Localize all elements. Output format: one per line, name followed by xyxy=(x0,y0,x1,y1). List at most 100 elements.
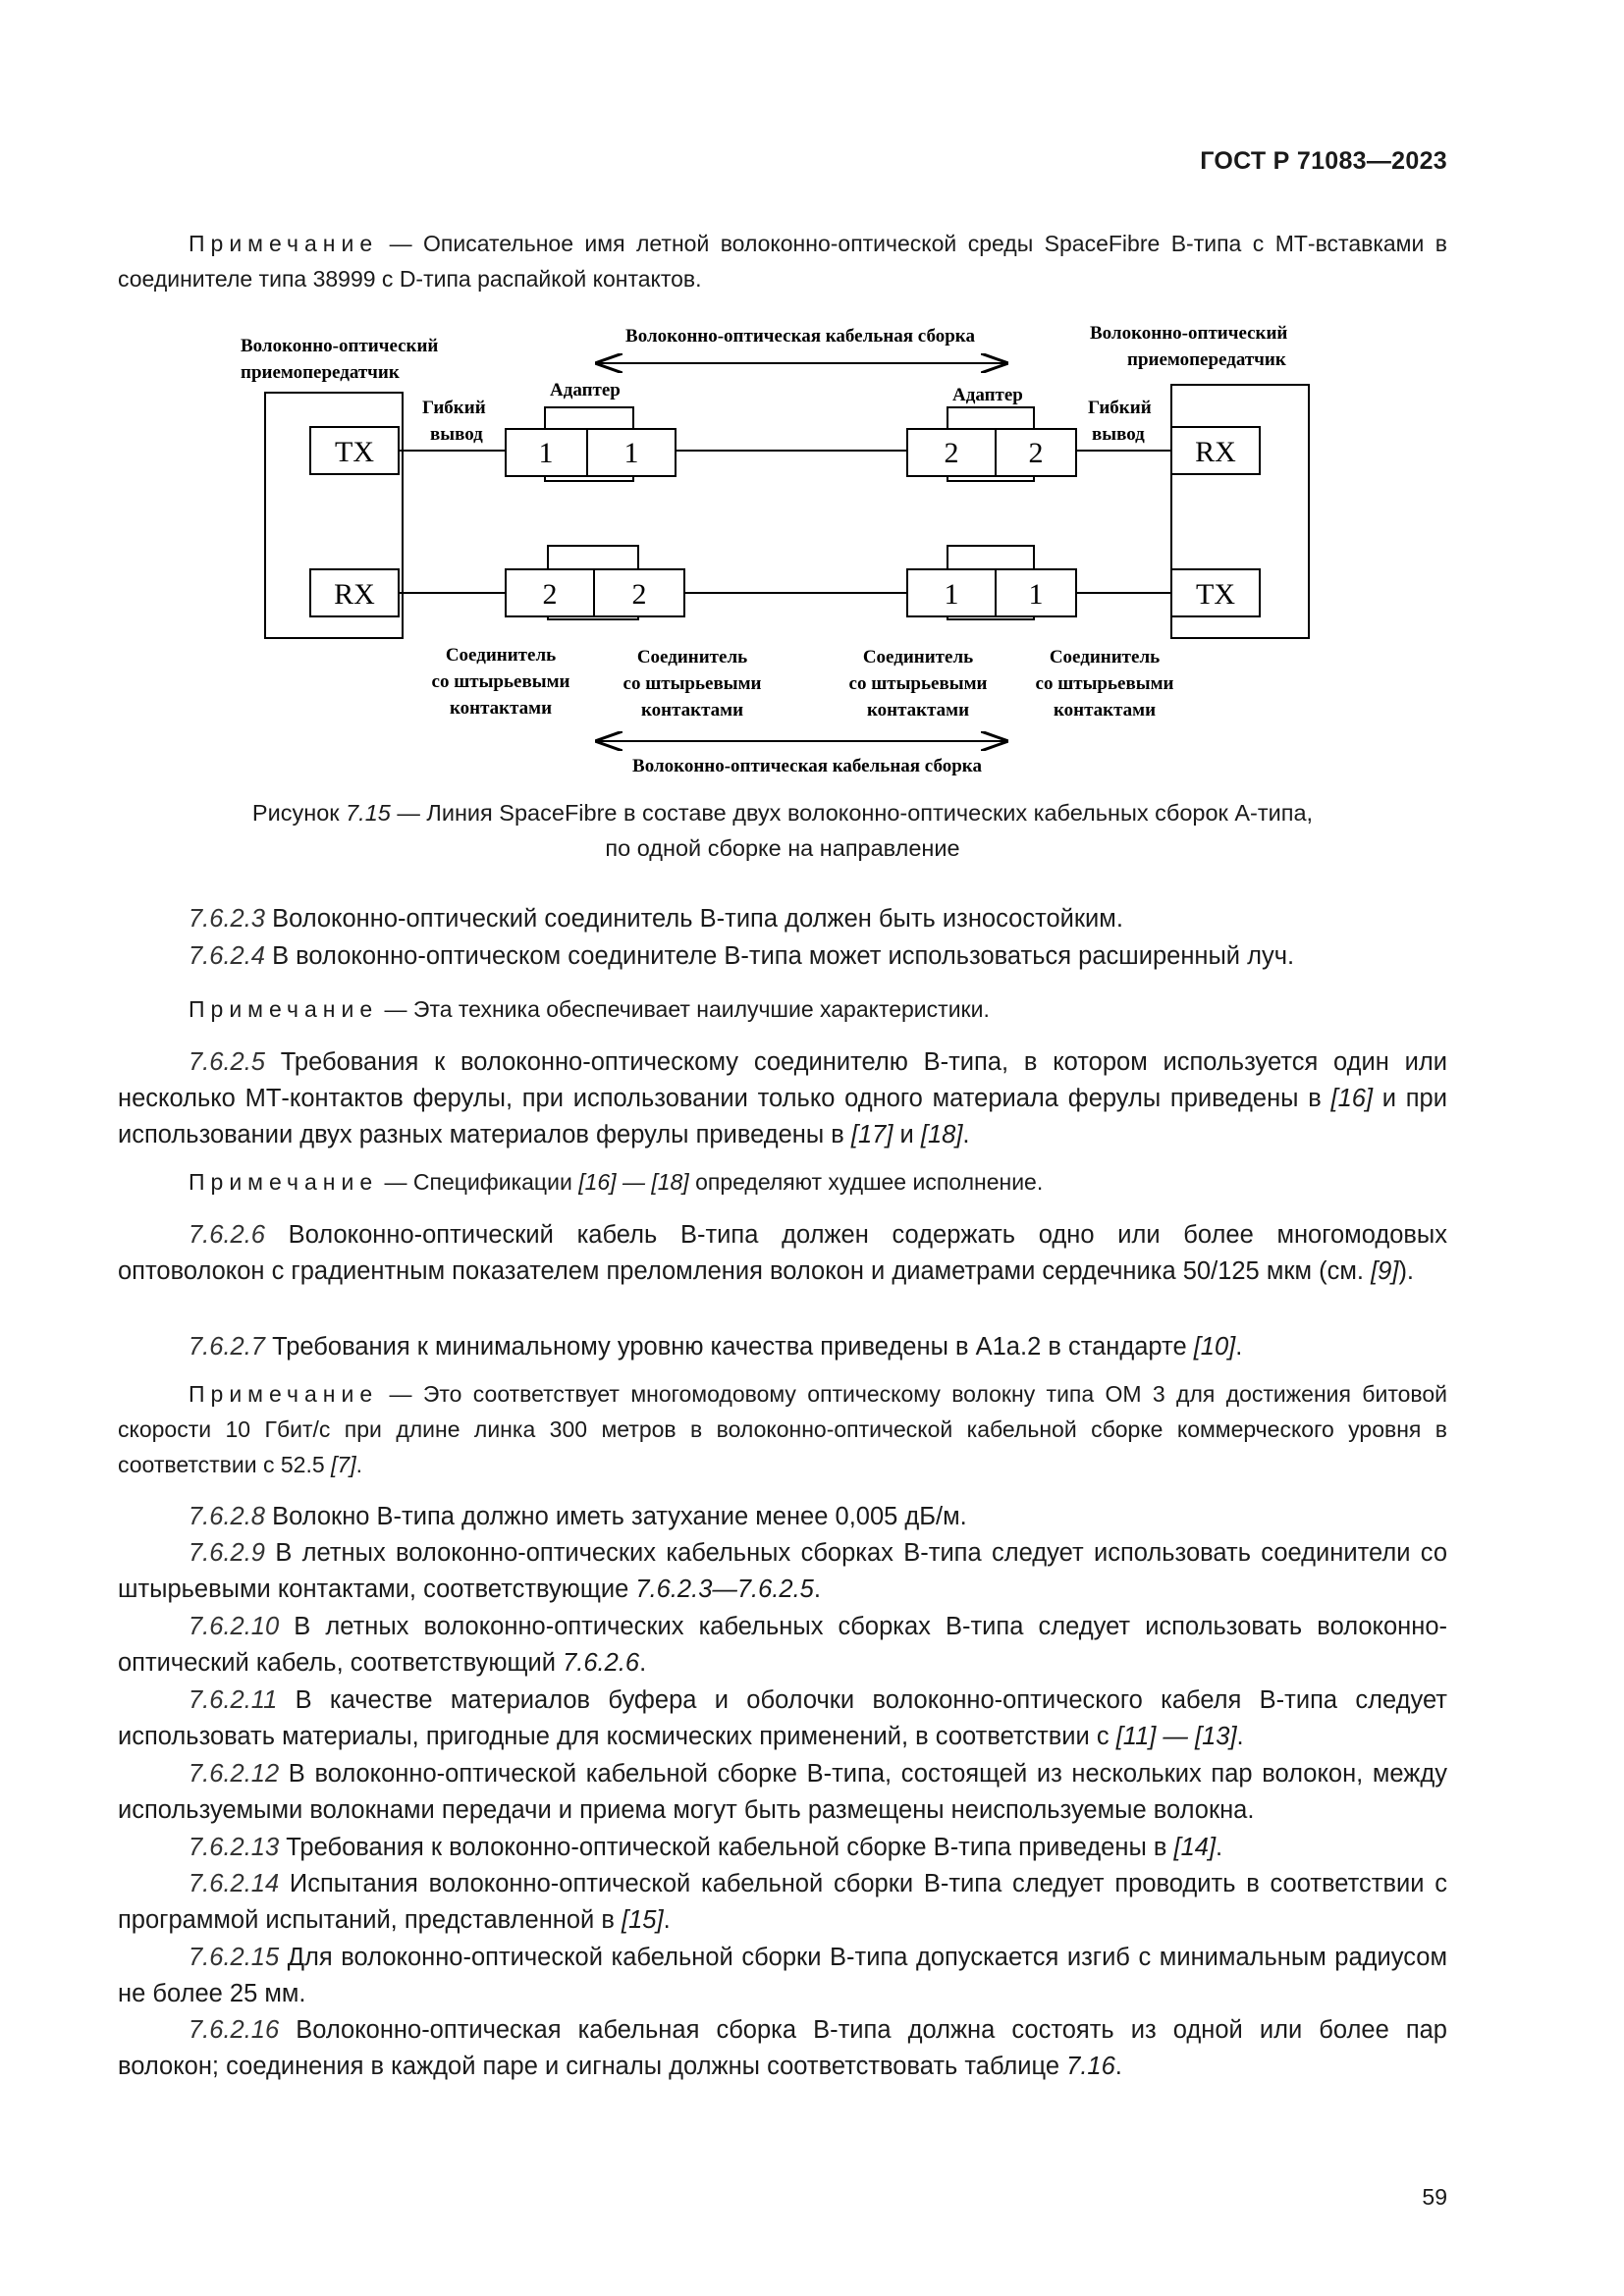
top-right-connector-a-num: 2 xyxy=(945,437,959,469)
reference: [10] xyxy=(1193,1333,1236,1361)
reference: [9] xyxy=(1371,1257,1399,1285)
flex-left-line2: вывод xyxy=(430,424,483,445)
clause-text: ). xyxy=(1398,1257,1415,1285)
clause-text: . xyxy=(1236,1723,1244,1750)
note-text: — Спецификации xyxy=(378,1169,579,1195)
top-right-connector-b-num: 2 xyxy=(1029,437,1044,469)
pin-connector-3-line2: со штырьевыми xyxy=(849,673,988,694)
pin-connector-3-line1: Соединитель xyxy=(863,647,973,667)
note-text: — Это соответствует многомодовому оптиче… xyxy=(118,1381,1447,1477)
bottom-left-connector-b xyxy=(593,568,685,617)
flex-right-line2: вывод xyxy=(1092,424,1145,445)
pin-connector-2-line1: Соединитель xyxy=(637,647,747,667)
clause-text: Волоконно-оптический соединитель B-типа … xyxy=(264,905,1123,933)
caption-line2: по одной сборке на направление xyxy=(605,835,960,861)
pin-connector-4-line3: контактами xyxy=(1054,700,1156,721)
clause-7-6-2-12: 7.6.2.12 В волоконно-оптической кабельно… xyxy=(118,1756,1447,1829)
reference: [11] — [13] xyxy=(1115,1723,1237,1750)
clause-text: Испытания волоконно-оптической кабельной… xyxy=(118,1870,1447,1934)
clause-7-6-2-8: 7.6.2.8 Волокно B-типа должно иметь зату… xyxy=(118,1499,1447,1535)
left-transceiver-label-line2: приемопередатчик xyxy=(241,362,400,383)
clause-text: В летных волоконно-оптических кабельных … xyxy=(118,1539,1447,1603)
clause-number: 7.6.2.15 xyxy=(189,1944,280,1971)
flex-left-line1: Гибкий xyxy=(422,398,486,418)
top-right-connector-a xyxy=(906,428,997,477)
clause-7-6-2-14: 7.6.2.14 Испытания волоконно-оптической … xyxy=(118,1866,1447,1939)
clause-7-6-2-11: 7.6.2.11 В качестве материалов буфера и … xyxy=(118,1682,1447,1755)
adapter-left-label: Адаптер xyxy=(550,380,621,400)
left-tx-label: TX xyxy=(335,436,374,468)
clause-number: 7.6.2.13 xyxy=(189,1834,280,1861)
left-transceiver-label-line1: Волоконно-оптический xyxy=(241,336,438,356)
clause-number: 7.6.2.9 xyxy=(189,1539,265,1567)
clause-text: В летных волоконно-оптических кабельных … xyxy=(118,1613,1447,1677)
clause-text: . xyxy=(813,1575,821,1603)
reference: [7] xyxy=(331,1452,356,1477)
note-technique: Примечание — Эта техника обеспечивает на… xyxy=(118,991,1447,1027)
caption-line1: — Линия SpaceFibre в составе двух волоко… xyxy=(390,800,1314,826)
clause-text: Требования к волоконно-оптической кабель… xyxy=(279,1834,1174,1861)
clause-number: 7.6.2.4 xyxy=(189,942,265,970)
clause-text: . xyxy=(639,1649,647,1677)
clause-7-6-2-10: 7.6.2.10 В летных волоконно-оптических к… xyxy=(118,1609,1447,1682)
bottom-assembly-label: Волоконно-оптическая кабельная сборка xyxy=(632,756,982,776)
clause-text: и при использовании двух разных материал… xyxy=(118,1085,1447,1148)
bottom-right-connector-b xyxy=(995,568,1077,617)
reference: [16] xyxy=(1330,1085,1374,1112)
clause-7-6-2-3: 7.6.2.3 Волоконно-оптический соединитель… xyxy=(118,901,1447,937)
clause-text: . xyxy=(1216,1834,1223,1861)
note-label: Примечание xyxy=(189,1381,379,1407)
pin-connector-label-1: Соединитель со штырьевыми контактами xyxy=(432,645,570,719)
reference: 7.6.2.3—7.6.2.5 xyxy=(635,1575,814,1603)
note-specifications: Примечание — Спецификации [16] — [18] оп… xyxy=(118,1164,1447,1200)
clause-7-6-2-6: 7.6.2.6 Волоконно-оптический кабель B-ти… xyxy=(118,1217,1447,1290)
pin-connector-1-line2: со штырьевыми xyxy=(432,671,570,692)
clause-text: Для волоконно-оптической кабельной сборк… xyxy=(118,1944,1447,2007)
note-text: определяют худшее исполнение. xyxy=(688,1169,1044,1195)
pin-connector-2-line3: контактами xyxy=(641,700,743,721)
clause-7-6-2-16: 7.6.2.16 Волоконно-оптическая кабельная … xyxy=(118,2012,1447,2085)
note-text: . xyxy=(355,1452,362,1477)
bottom-right-connector-b-num: 1 xyxy=(1029,578,1044,611)
note-label: Примечание xyxy=(189,996,379,1022)
page-number: 59 xyxy=(1422,2184,1447,2210)
clause-7-6-2-7: 7.6.2.7 Требования к минимальному уровню… xyxy=(118,1329,1447,1365)
top-assembly-label: Волоконно-оптическая кабельная сборка xyxy=(625,326,975,347)
caption-number: 7.15 xyxy=(346,800,391,826)
clause-7-6-2-4: 7.6.2.4 В волоконно-оптическом соедините… xyxy=(118,938,1447,975)
clause-7-6-2-13: 7.6.2.13 Требования к волоконно-оптическ… xyxy=(118,1830,1447,1866)
bottom-right-connector-a xyxy=(906,568,997,617)
reference: 7.16 xyxy=(1066,2053,1115,2080)
clause-text: Требования к волоконно-оптическому соеди… xyxy=(118,1048,1447,1112)
pin-connector-label-2: Соединитель со штырьевыми контактами xyxy=(623,647,762,721)
bottom-left-connector-a xyxy=(505,568,595,617)
right-tx-label: TX xyxy=(1196,578,1235,611)
clause-number: 7.6.2.8 xyxy=(189,1503,265,1530)
clause-number: 7.6.2.10 xyxy=(189,1613,280,1640)
clause-number: 7.6.2.16 xyxy=(189,2016,280,2044)
pin-connector-1-line1: Соединитель xyxy=(446,645,556,666)
clause-text: Волоконно-оптическая кабельная сборка B-… xyxy=(118,2016,1447,2080)
document-code: ГОСТ Р 71083—2023 xyxy=(1200,147,1447,175)
note-om3: Примечание — Это соответствует многомодо… xyxy=(118,1376,1447,1482)
reference: [14] xyxy=(1173,1834,1217,1861)
clause-text: Волокно B-типа должно иметь затухание ме… xyxy=(264,1503,967,1530)
clause-7-6-2-5: 7.6.2.5 Требования к волоконно-оптическо… xyxy=(118,1044,1447,1153)
clause-text: и xyxy=(893,1121,921,1148)
clause-text: . xyxy=(962,1121,970,1148)
spacefibre-link-diagram: Волоконно-оптическая кабельная сборка Во… xyxy=(241,323,1310,776)
reference: [17] xyxy=(850,1121,893,1148)
note-text: — Описательное имя летной волоконно-опти… xyxy=(118,231,1447,292)
left-rx-box xyxy=(309,568,400,617)
pin-connector-label-3: Соединитель со штырьевыми контактами xyxy=(849,647,988,721)
flex-right-line1: Гибкий xyxy=(1088,398,1152,418)
clause-number: 7.6.2.6 xyxy=(189,1221,265,1249)
note-text: — Эта техника обеспечивает наилучшие хар… xyxy=(378,996,990,1022)
right-rx-box xyxy=(1170,426,1261,475)
bottom-right-connector-a-num: 1 xyxy=(945,578,959,611)
pin-connector-label-4: Соединитель со штырьевыми контактами xyxy=(1036,647,1174,721)
clause-number: 7.6.2.14 xyxy=(189,1870,280,1897)
clause-text: В волоконно-оптической кабельной сборке … xyxy=(118,1760,1447,1824)
bottom-left-connector-b-num: 2 xyxy=(632,578,647,611)
right-rx-label: RX xyxy=(1195,436,1236,468)
